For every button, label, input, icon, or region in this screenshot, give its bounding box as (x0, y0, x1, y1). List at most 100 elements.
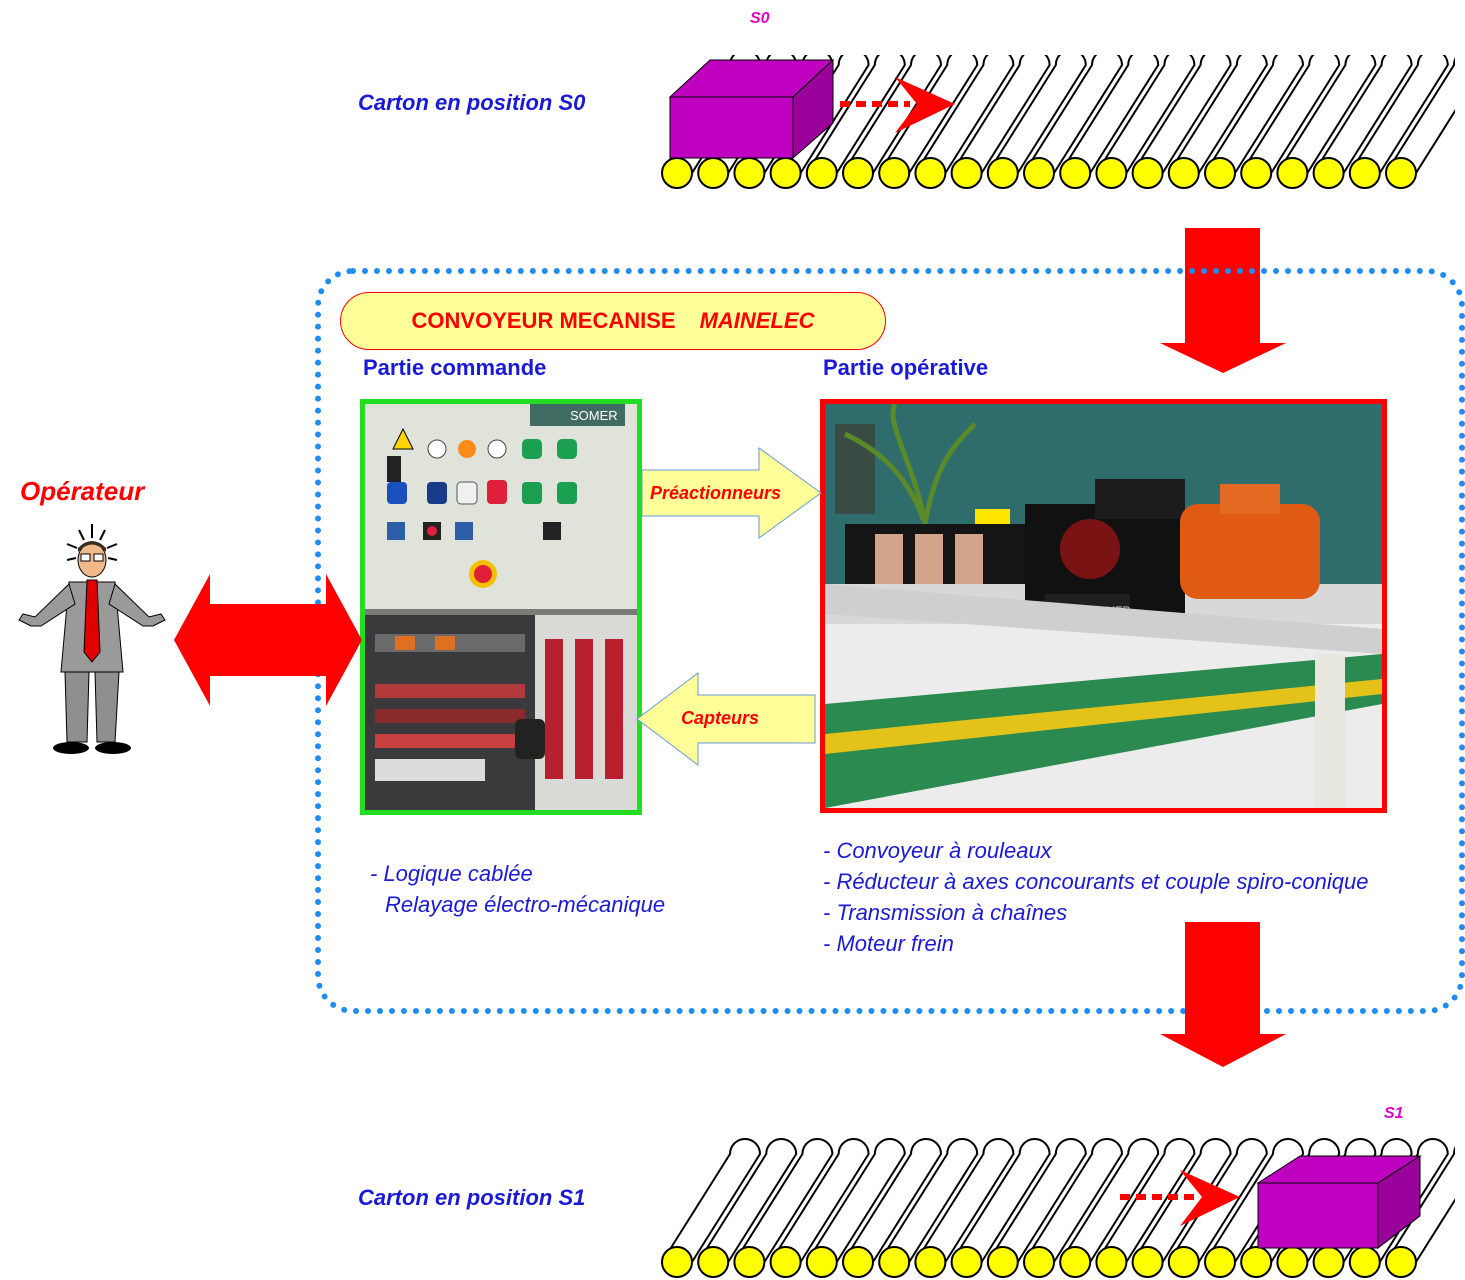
roller-end (914, 157, 947, 189)
roller-tube (1023, 55, 1124, 174)
roller-end (1348, 1246, 1381, 1278)
flow-arrow-down-bottom (1160, 922, 1286, 1067)
roller-tube (1167, 55, 1268, 174)
roller-end (1276, 1246, 1309, 1278)
system-brand: MAINELEC (699, 308, 815, 333)
roller-tube (842, 1138, 943, 1263)
roller-end (1204, 1246, 1236, 1278)
roller-end (1385, 157, 1417, 189)
roller-end (986, 157, 1019, 189)
roller-end (1348, 157, 1381, 189)
roller-end (769, 157, 802, 189)
roller-end (1131, 157, 1164, 189)
roller-end (661, 157, 693, 189)
roller-tube (1095, 55, 1196, 174)
roller-end (878, 157, 911, 189)
roller-end (1204, 157, 1236, 189)
conveyor-bottom (661, 1138, 1455, 1278)
roller-end (1131, 1246, 1164, 1278)
motion-arrow-bottom (1120, 1170, 1240, 1226)
roller-tube (733, 1138, 834, 1263)
roller-tube (1131, 55, 1232, 174)
roller-tube (1276, 55, 1377, 174)
roller-end (1385, 1246, 1417, 1278)
roller-tube (1204, 55, 1305, 174)
caption-position-s0: Carton en position S0 (358, 90, 586, 115)
carton-s1 (1256, 1155, 1422, 1250)
capteurs-arrow (636, 672, 816, 766)
conveyor-top (661, 55, 1455, 189)
roller-tube (1095, 1138, 1196, 1263)
roller-end (805, 1246, 838, 1278)
roller-tube (805, 1138, 906, 1263)
capteurs-label: Capteurs (681, 708, 760, 728)
flow-arrow-down-top (1160, 228, 1286, 373)
roller-end (1167, 157, 1200, 189)
roller-tube (842, 55, 943, 174)
control-notes: - Logique cablée Relayage électro-mécani… (370, 858, 665, 920)
roller-tube (914, 1138, 1015, 1263)
roller-end (1312, 1246, 1345, 1278)
sensor-label-s0: S0 (750, 10, 770, 27)
operative-part-header: Partie opérative (823, 355, 989, 380)
roller-end (1276, 157, 1309, 189)
roller-tube (1385, 1146, 1455, 1263)
operative-note-4: - Moteur frein (823, 931, 954, 956)
roller-tube (1348, 55, 1449, 174)
panel-brand-text: SOMER (570, 408, 618, 423)
roller-tube (1312, 55, 1413, 174)
roller-end (1023, 1246, 1055, 1278)
roller-tube (986, 55, 1087, 174)
operative-note-1: - Convoyeur à rouleaux (823, 838, 1052, 863)
operative-note-3: - Transmission à chaînes (823, 900, 1068, 925)
operator-interaction-arrow (174, 574, 362, 706)
roller-tube (805, 55, 906, 174)
roller-tube (986, 1138, 1087, 1263)
operative-note-2: - Réducteur à axes concourants et couple… (823, 869, 1369, 894)
roller-end (805, 157, 838, 189)
system-title: CONVOYEUR MECANISE (411, 308, 676, 333)
roller-end (1167, 1246, 1200, 1278)
roller-end (1023, 157, 1055, 189)
roller-tube (878, 1138, 979, 1263)
carton-s0 (668, 58, 835, 160)
roller-tube (1131, 1138, 1232, 1263)
roller-end (842, 157, 874, 189)
preactionneurs-label: Préactionneurs (650, 483, 782, 503)
roller-end (1059, 1246, 1092, 1278)
roller-end (697, 157, 730, 189)
roller-tube (1059, 1138, 1160, 1263)
roller-end (697, 1246, 730, 1278)
roller-end (950, 1246, 983, 1278)
roller-end (986, 1246, 1019, 1278)
roller-tube (769, 1138, 870, 1263)
roller-end (950, 157, 983, 189)
roller-tube (697, 1138, 798, 1263)
roller-end (1240, 1246, 1273, 1278)
operative-part-photo: LEROY SOMER (820, 399, 1387, 813)
control-panel-photo: SOMER (360, 399, 642, 815)
operator-figure (18, 524, 166, 754)
roller-tube (950, 1138, 1051, 1263)
control-part-header: Partie commande (363, 355, 547, 380)
roller-end (661, 1246, 693, 1278)
roller-tube (1023, 1138, 1124, 1263)
roller-tube (1059, 55, 1160, 174)
roller-tube (661, 1138, 762, 1263)
roller-end (1059, 157, 1092, 189)
roller-end (1095, 157, 1128, 189)
roller-end (914, 1246, 947, 1278)
roller-end (733, 157, 766, 189)
system-title-oval: CONVOYEUR MECANISE MAINELEC (340, 292, 886, 350)
roller-end (733, 1246, 766, 1278)
roller-tube (950, 55, 1051, 174)
motion-arrow-top (840, 77, 955, 133)
sensor-label-s1: S1 (1384, 1105, 1404, 1122)
control-note-2: Relayage électro-mécanique (385, 892, 666, 917)
roller-end (842, 1246, 874, 1278)
roller-end (878, 1246, 911, 1278)
roller-tube (1385, 57, 1455, 174)
preactionneurs-arrow (642, 447, 822, 539)
control-note-1: - Logique cablée (370, 861, 533, 886)
roller-tube (1240, 55, 1341, 174)
